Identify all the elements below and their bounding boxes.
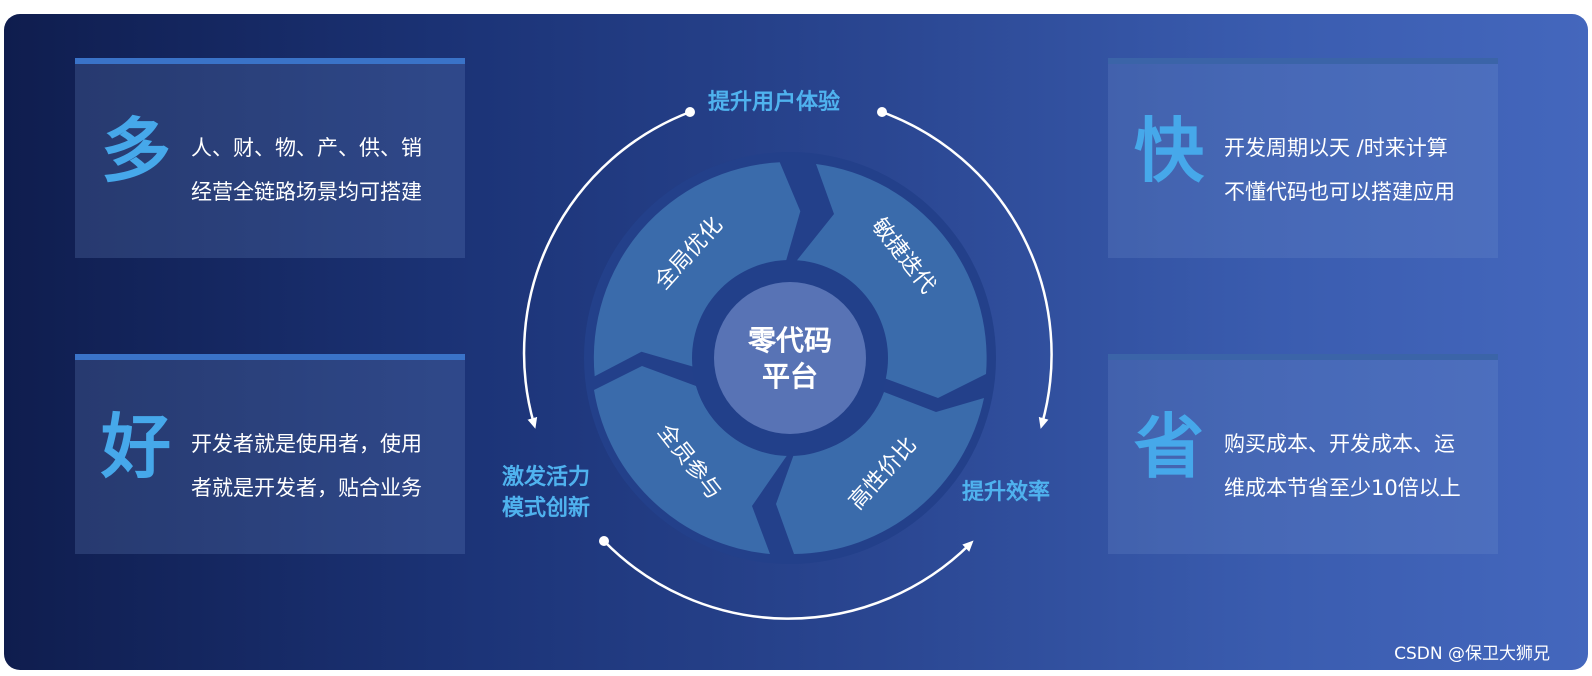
segment-quanju bbox=[593, 162, 801, 377]
card-text: 开发者就是使用者，使用 者就是开发者，贴合业务 bbox=[191, 422, 422, 510]
label-line: 模式创新 bbox=[502, 496, 591, 521]
card-sheng: 省 购买成本、开发成本、运 维成本节省至少10倍以上 bbox=[1108, 354, 1498, 554]
card-big-char: 多 bbox=[101, 110, 171, 192]
card-big-char: 省 bbox=[1134, 406, 1204, 488]
arrow-start-dot bbox=[685, 107, 695, 117]
arrow-arc-bottom bbox=[603, 540, 974, 620]
card-top-bar bbox=[75, 354, 465, 360]
segment-quanyuan bbox=[594, 366, 788, 554]
card-line: 开发者就是使用者，使用 bbox=[191, 432, 422, 456]
card-kuai: 快 开发周期以天 /时来计算 不懂代码也可以搭建应用 bbox=[1108, 58, 1498, 258]
card-hao: 好 开发者就是使用者，使用 者就是开发者，贴合业务 bbox=[75, 354, 465, 554]
arrow-arc-left bbox=[522, 110, 691, 429]
watermark-credit: CSDN @保卫大狮兄 bbox=[1394, 644, 1550, 664]
card-big-char: 好 bbox=[101, 406, 171, 488]
segment-gaoxingjiabi bbox=[776, 392, 984, 554]
center-title-line2: 平台 bbox=[762, 360, 818, 393]
card-line: 开发周期以天 /时来计算 bbox=[1224, 136, 1448, 160]
card-duo: 多 人、财、物、产、供、销 经营全链路场景均可搭建 bbox=[75, 58, 465, 258]
center-disk bbox=[714, 282, 866, 434]
card-line: 经营全链路场景均可搭建 bbox=[191, 180, 422, 204]
arrow-start-dot bbox=[599, 536, 609, 546]
card-big-char: 快 bbox=[1134, 110, 1204, 192]
card-line: 人、财、物、产、供、销 bbox=[191, 136, 422, 160]
label-jifa-huoli: 激发活力 模式创新 bbox=[502, 462, 590, 524]
card-text: 开发周期以天 /时来计算 不懂代码也可以搭建应用 bbox=[1224, 126, 1455, 214]
card-text: 人、财、物、产、供、销 经营全链路场景均可搭建 bbox=[191, 126, 422, 214]
card-line: 维成本节省至少10倍以上 bbox=[1224, 476, 1461, 500]
cycle-diagram: 零代码 平台 全局优化 敏捷迭代 高性价比 全员参与 bbox=[522, 107, 1053, 620]
banner-background: 多 人、财、物、产、供、销 经营全链路场景均可搭建 好 开发者就是使用者，使用 … bbox=[4, 14, 1588, 670]
card-top-bar bbox=[1108, 58, 1498, 64]
card-top-bar bbox=[75, 58, 465, 64]
segment-minjie bbox=[794, 164, 987, 398]
card-top-bar bbox=[1108, 354, 1498, 360]
label-line: 激发活力 bbox=[502, 465, 591, 490]
center-title-line1: 零代码 bbox=[748, 324, 832, 357]
card-text: 购买成本、开发成本、运 维成本节省至少10倍以上 bbox=[1224, 422, 1461, 510]
label-tisheng-yonghu-tiyan: 提升用户体验 bbox=[708, 90, 841, 115]
card-line: 购买成本、开发成本、运 bbox=[1224, 432, 1455, 456]
arrow-arc-right bbox=[881, 110, 1053, 429]
card-line: 不懂代码也可以搭建应用 bbox=[1224, 180, 1455, 204]
card-line: 者就是开发者，贴合业务 bbox=[191, 476, 422, 500]
arrow-start-dot bbox=[877, 107, 887, 117]
label-tisheng-xiaolv: 提升效率 bbox=[962, 480, 1051, 505]
